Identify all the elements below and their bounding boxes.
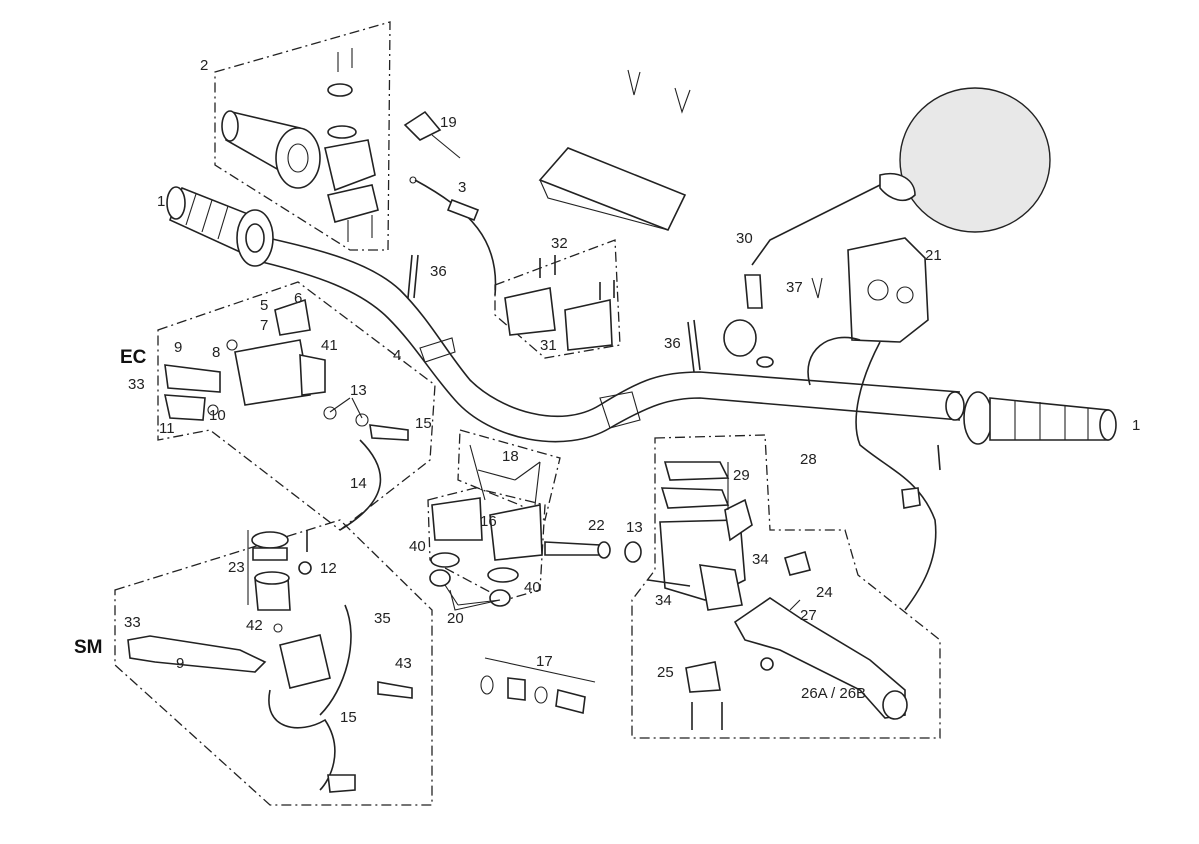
callout-35: 35 [374,610,391,627]
callout-16: 16 [480,513,497,530]
ec-clutch-assembly [163,298,326,421]
callout-34-brake: 34 [752,551,769,568]
callout-36-left: 36 [430,263,447,280]
clips [627,69,823,299]
callout-42: 42 [246,617,263,634]
callout-13-brake: 13 [626,519,643,536]
callout-14: 14 [350,475,367,492]
callout-15-ec: 15 [415,415,432,432]
throttle-assembly [221,48,379,242]
handlebar-switch [807,237,941,611]
callout-25: 25 [657,664,674,681]
callout-40-right: 40 [524,579,541,596]
callout-19: 19 [440,114,457,131]
callout-43: 43 [395,655,412,672]
callout-3: 3 [458,179,466,196]
callout-2: 2 [200,57,208,74]
lower-clamps [429,444,543,611]
callout-10: 10 [209,407,226,424]
bar-end-parts [480,657,596,715]
callout-40-left: 40 [409,538,426,555]
grip-left [166,186,274,267]
brake-lever [685,597,908,730]
callout-23: 23 [228,559,245,576]
bar-pad [538,147,687,232]
callout-9-sm: 9 [176,655,184,672]
callout-9-ec: 9 [174,339,182,356]
callout-37: 37 [786,279,803,296]
callout-24: 24 [816,584,833,601]
upper-clamps [504,255,615,351]
handlebar [261,237,965,443]
mirror [723,87,1051,368]
callout-4: 4 [393,347,401,364]
cable-adjuster [403,110,461,159]
callout-12: 12 [320,560,337,577]
callout-32: 32 [551,235,568,252]
callout-22: 22 [588,517,605,534]
callout-21: 21 [925,247,942,264]
callout-18: 18 [502,448,519,465]
callout-7: 7 [260,317,268,334]
brake-hose-fitting [544,541,811,576]
callout-36-right: 36 [664,335,681,352]
callout-28: 28 [800,451,817,468]
throttle-cable [409,176,497,296]
callout-26: 26A / 26B [801,685,866,702]
callout-13-ec: 13 [350,382,367,399]
group-label-ec: EC [120,347,147,368]
callout-8: 8 [212,344,220,361]
callout-20: 20 [447,610,464,627]
cotter-pins [407,254,701,373]
callout-17: 17 [536,653,553,670]
callout-30: 30 [736,230,753,247]
callout-15-sm: 15 [340,709,357,726]
callout-11: 11 [159,420,175,437]
callout-27: 27 [800,607,817,624]
callout-41: 41 [321,337,338,354]
brake-master-cylinder [647,461,753,611]
callout-6: 6 [294,290,302,307]
callout-5: 5 [260,297,268,314]
group-label-sm: SM [74,637,103,658]
callout-33-ec: 33 [128,376,145,393]
group-labels: EC SM [74,347,147,658]
callout-1-left: 1 [157,193,165,210]
sm-lever-assembly [127,604,413,793]
callout-34-bolt: 34 [655,592,672,609]
callout-31: 31 [540,337,557,354]
callout-1-right: 1 [1132,417,1140,434]
grip-right [963,391,1117,445]
leader-lines [247,397,801,611]
callout-29: 29 [733,467,750,484]
sm-reservoir [251,530,312,611]
callout-labels: 1 1 2 3 4 5 6 7 8 9 9 10 11 12 13 13 14 … [124,57,1140,726]
callout-33-sm: 33 [124,614,141,631]
ec-cable [323,406,409,531]
